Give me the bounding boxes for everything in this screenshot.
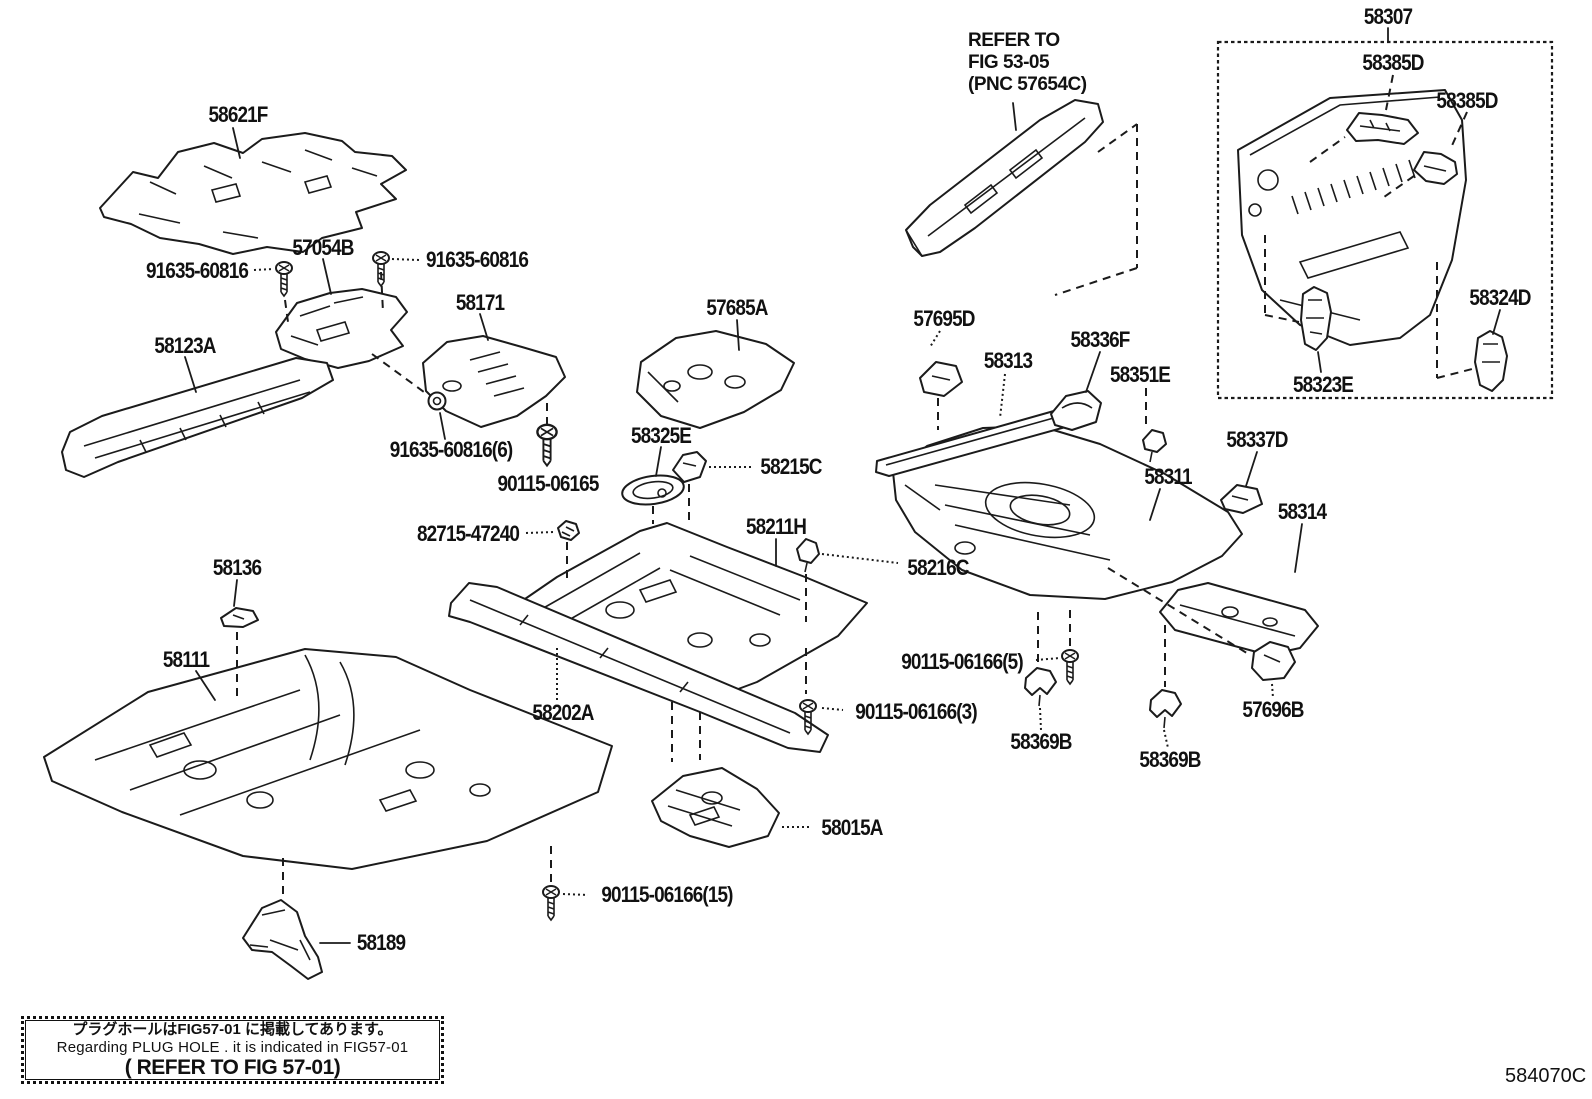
part-label-58325E: 58325E: [630, 423, 692, 448]
part-58385D-a-drawing: [1346, 112, 1419, 145]
part-label-58369B-a: 58369B: [1010, 729, 1072, 754]
part-58621F-drawing: [99, 132, 407, 255]
part-58015A-drawing: [651, 767, 780, 848]
part-57685A-drawing: [636, 330, 795, 429]
part-58123A-drawing: [61, 357, 334, 478]
grommet-91635-60816-6-icon: [427, 391, 447, 411]
part-label-58385D-a: 58385D: [1362, 50, 1424, 75]
note-japanese-line: プラグホールはFIG57-01 に掲載してあります。: [72, 1021, 393, 1038]
part-label-58385D-b: 58385D: [1436, 88, 1498, 113]
part-label-58171: 58171: [455, 290, 505, 315]
label-leader-lines: [184, 27, 1501, 944]
part-57054B-drawing: [275, 288, 408, 369]
bolt-91635-60816-right-icon: [372, 251, 390, 287]
part-58189-drawing: [242, 899, 323, 980]
part-label-82715-47240: 82715-47240: [416, 521, 520, 546]
part-58215C-bracket-drawing: [672, 451, 707, 483]
part-refer-57654C-drawing: [905, 99, 1104, 257]
part-label-91635-60816-a: 91635-60816: [145, 258, 249, 283]
part-label-58015A: 58015A: [821, 815, 883, 840]
part-58202A-drawing: [448, 582, 829, 753]
part-label-58351E: 58351E: [1109, 362, 1171, 387]
refer-note-line3: (PNC 57654C): [968, 74, 1087, 95]
clip-58216C-icon: [796, 538, 820, 573]
part-58211H-drawing: [505, 522, 868, 702]
part-label-90115-06166-15: 90115-06166(15): [601, 882, 733, 907]
clip-82715-47240-icon: [557, 520, 580, 541]
part-label-90115-06166-3: 90115-06166(3): [855, 699, 977, 724]
part-label-58621F: 58621F: [208, 102, 268, 127]
part-label-57685A: 57685A: [706, 295, 768, 320]
plug-hole-note-inner: プラグホールはFIG57-01 に掲載してあります。 Regarding PLU…: [25, 1020, 440, 1080]
part-58314-drawing: [1159, 582, 1319, 656]
bolt-91635-60816-left-icon: [275, 261, 293, 297]
refer-note-line1: REFER TO: [968, 30, 1060, 51]
part-label-57054B: 57054B: [292, 235, 354, 260]
bolt-90115-06166-15-icon: [542, 885, 560, 921]
part-label-58202A: 58202A: [532, 700, 594, 725]
part-label-58311: 58311: [1144, 464, 1192, 489]
part-58324D-drawing: [1474, 330, 1508, 392]
part-label-58111: 58111: [162, 647, 210, 672]
assembly-dashed-lines: [236, 74, 1477, 900]
note-refer-line: ( REFER TO FIG 57-01): [124, 1056, 341, 1079]
refer-note-line2: FIG 53-05: [968, 52, 1050, 73]
part-58336F-drawing: [1050, 390, 1102, 431]
part-label-58314: 58314: [1277, 499, 1327, 524]
part-label-58136: 58136: [212, 555, 262, 580]
part-label-58336F: 58336F: [1070, 327, 1130, 352]
part-label-57696B: 57696B: [1242, 697, 1304, 722]
clip-58369B-right-icon: [1149, 689, 1182, 729]
plug-hole-note-box: プラグホールはFIG57-01 に掲載してあります。 Regarding PLU…: [21, 1016, 444, 1084]
note-english-line: Regarding PLUG HOLE . it is indicated in…: [56, 1039, 409, 1056]
clip-58369B-left-icon: [1024, 667, 1057, 707]
part-label-58323E: 58323E: [1292, 372, 1354, 397]
part-58323E-drawing: [1300, 286, 1332, 351]
part-58325E-gasket-drawing: [621, 474, 685, 506]
part-58307-back-panel-drawing: [1237, 89, 1467, 346]
part-label-58189: 58189: [356, 930, 406, 955]
part-label-57695D: 57695D: [913, 306, 975, 331]
part-label-91635-60816-b: 91635-60816: [425, 247, 529, 272]
part-58337D-drawing: [1220, 484, 1263, 514]
part-label-58324D: 58324D: [1469, 285, 1531, 310]
bolt-90115-06166-5-icon: [1061, 649, 1079, 685]
part-label-58216C: 58216C: [907, 555, 969, 580]
part-label-58211H: 58211H: [745, 514, 807, 539]
bolt-90115-06165-icon: [536, 423, 558, 467]
part-58136-drawing: [220, 607, 259, 628]
part-58111-drawing: [43, 648, 613, 870]
part-label-58337D: 58337D: [1226, 427, 1288, 452]
part-58351E-clip-drawing: [1142, 429, 1167, 463]
part-label-90115-06166-5: 90115-06166(5): [901, 649, 1023, 674]
diagram-code: 584070C: [1505, 1065, 1587, 1087]
part-57695D-drawing: [919, 361, 963, 397]
part-58385D-b-drawing: [1413, 151, 1458, 185]
part-label-58215C: 58215C: [760, 454, 822, 479]
part-label-91635-60816-6: 91635-60816(6): [389, 437, 513, 462]
part-58171-drawing: [422, 335, 566, 428]
part-label-58307: 58307: [1363, 4, 1413, 29]
part-label-90115-06165: 90115-06165: [497, 471, 599, 496]
part-label-58313: 58313: [983, 348, 1033, 373]
part-57696B-drawing: [1251, 641, 1296, 681]
part-label-58123A: 58123A: [154, 333, 216, 358]
part-label-58369B-b: 58369B: [1139, 747, 1201, 772]
